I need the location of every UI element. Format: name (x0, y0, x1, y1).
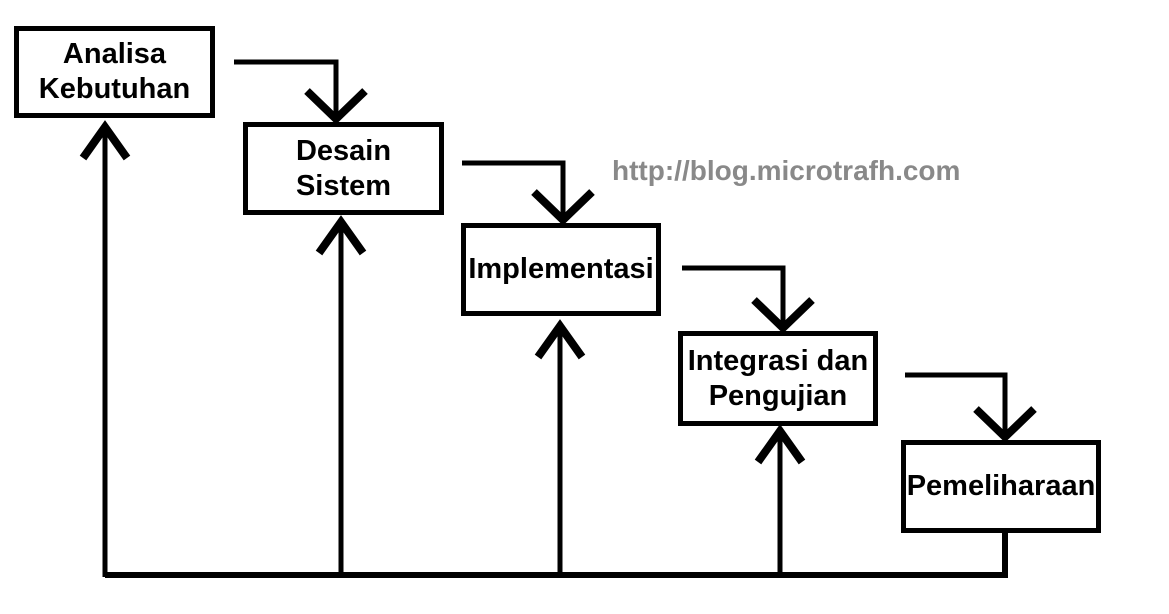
arrow-integrasi-to-pemeliharaan (905, 372, 1008, 434)
feedback-trunk-line (105, 533, 1008, 578)
arrowhead-down-icon (531, 189, 595, 226)
arrowhead-down-icon (304, 88, 368, 125)
arrow-analisa-to-desain (234, 59, 339, 116)
arrowhead-up-icon (534, 319, 586, 360)
flow-box-desain-sistem: Desain Sistem (243, 122, 444, 215)
flow-box-pemeliharaan: Pemeliharaan (901, 440, 1101, 533)
watermark-url: http://blog.microtrafh.com (612, 155, 961, 186)
arrow-implementasi-to-integrasi (682, 265, 786, 325)
box-label-line: Desain (295, 134, 392, 167)
flow-box-implementasi: Implementasi (461, 223, 661, 316)
box-label-line: Implementasi (468, 253, 654, 285)
arrowhead-up-icon (79, 120, 131, 161)
arrowhead-down-icon (751, 297, 815, 334)
arrowhead-down-icon (973, 406, 1037, 443)
flow-box-analisa-kebutuhan: Analisa Kebutuhan (14, 26, 215, 118)
box-label-line: Integrasi dan (687, 344, 869, 377)
flow-box-integrasi-pengujian: Integrasi dan Pengujian (678, 331, 878, 426)
arrowhead-up-icon (315, 215, 367, 256)
box-label-line: Sistem (295, 169, 392, 202)
box-label-line: Kebutuhan (38, 73, 191, 105)
box-label-line: Pengujian (708, 379, 848, 412)
arrow-desain-to-implementasi (462, 160, 566, 217)
box-label-line: Analisa (62, 38, 167, 70)
arrowhead-up-icon (754, 424, 806, 465)
box-label-line: Pemeliharaan (906, 470, 1096, 502)
